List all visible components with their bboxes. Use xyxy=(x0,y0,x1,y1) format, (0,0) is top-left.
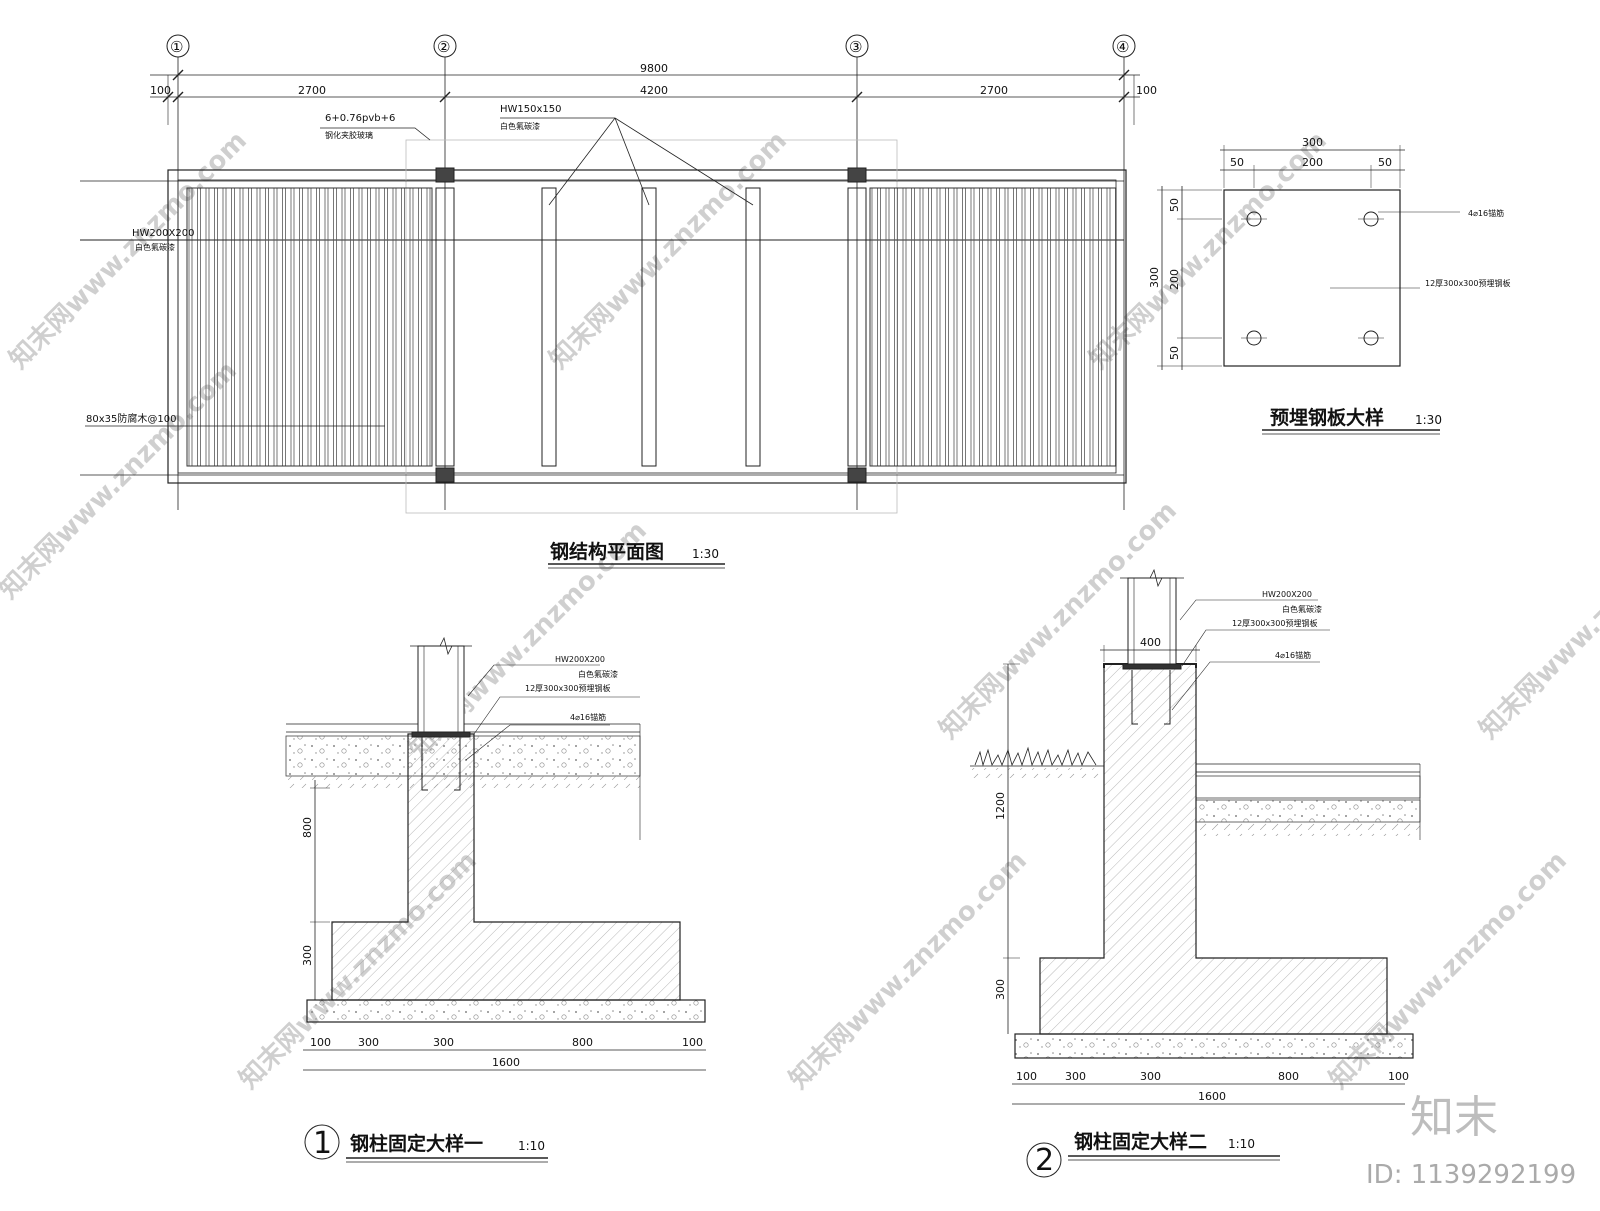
beam-small-spec: HW150x150 xyxy=(500,104,562,115)
d1-title: 钢柱固定大样一 xyxy=(350,1132,483,1155)
d1-dim-h1: 100 xyxy=(310,1036,331,1049)
plate-dim-sa: 50 xyxy=(1168,198,1181,212)
plate-dim-sc: 50 xyxy=(1168,346,1181,360)
d1-col-spec: HW200X200 xyxy=(555,655,605,664)
watermark-text: 知末网www.znzmo.com xyxy=(1084,126,1333,375)
d2-dim-h5: 100 xyxy=(1388,1070,1409,1083)
d1-dim-v1: 800 xyxy=(301,817,314,838)
d2-dim-h4: 800 xyxy=(1278,1070,1299,1083)
grid-axis-markers xyxy=(166,34,1136,58)
d1-scale: 1:10 xyxy=(518,1139,545,1153)
beam-small-desc: 白色氟碳漆 xyxy=(500,121,540,131)
d2-dim-h2: 300 xyxy=(1065,1070,1086,1083)
steel-structure-plan: ① ② ③ ④ 9800 100 100 2700 4200 xyxy=(80,34,1157,569)
steel-column xyxy=(417,645,465,735)
d2-dim-v2: 300 xyxy=(994,979,1007,1000)
plate-outline xyxy=(1223,189,1401,367)
d1-col-desc: 白色氟碳漆 xyxy=(578,669,618,679)
column-base xyxy=(435,467,455,483)
plate-anchor-note: 4⌀16锚筋 xyxy=(1468,208,1504,218)
dim-total: 9800 xyxy=(640,62,668,75)
dim-left-edge: 100 xyxy=(150,84,171,97)
column-detail-1: HW200X200 白色氟碳漆 12厚300x300预埋钢板 4⌀16锚筋 80… xyxy=(285,636,706,1163)
grid-label-3: ③ xyxy=(849,38,862,56)
steel-column xyxy=(1127,577,1177,667)
grid-label-2: ② xyxy=(437,38,450,56)
d2-dim-h3: 300 xyxy=(1140,1070,1161,1083)
grass-icon xyxy=(974,746,1097,767)
dim-bay-1: 2700 xyxy=(298,84,326,97)
plate-dim-top: 300 xyxy=(1302,136,1323,149)
footing-section xyxy=(1039,663,1388,1035)
d1-plate-note: 12厚300x300预埋钢板 xyxy=(525,683,610,693)
d1-number: 1 xyxy=(313,1126,332,1161)
plate-dim-sb: 200 xyxy=(1168,269,1181,290)
beam-main-desc: 白色氟碳漆 xyxy=(135,242,175,252)
plate-dim-a: 50 xyxy=(1230,156,1244,169)
d2-anchor-note: 4⌀16锚筋 xyxy=(1275,650,1311,660)
plan-scale: 1:30 xyxy=(692,547,719,561)
brand-watermark: 知末 xyxy=(1410,1092,1498,1143)
d1-dim-h2: 300 xyxy=(358,1036,379,1049)
column-cap xyxy=(435,167,455,183)
wood-slats-right xyxy=(869,187,1117,467)
d1-dim-h5: 100 xyxy=(682,1036,703,1049)
d2-dim-top: 400 xyxy=(1140,636,1161,649)
d2-title: 钢柱固定大样二 xyxy=(1074,1130,1207,1153)
column-base xyxy=(847,467,867,483)
wood-spec: 80x35防腐木@100 xyxy=(86,412,176,425)
column-cap xyxy=(847,167,867,183)
d2-number: 2 xyxy=(1035,1143,1054,1178)
dim-bay-2: 4200 xyxy=(640,84,668,97)
d2-col-desc: 白色氟碳漆 xyxy=(1282,604,1322,614)
wood-slats-left xyxy=(186,187,433,467)
d1-dim-h3: 300 xyxy=(433,1036,454,1049)
plate-scale: 1:30 xyxy=(1415,413,1442,427)
plate-plate-note: 12厚300x300预埋钢板 xyxy=(1425,278,1510,288)
glass-spec: 6+0.76pvb+6 xyxy=(325,113,395,124)
d1-anchor-note: 4⌀16锚筋 xyxy=(570,712,606,722)
grid-label-1: ① xyxy=(170,38,183,56)
grid-label-4: ④ xyxy=(1116,38,1129,56)
image-id-label: ID: 1139292199 xyxy=(1366,1160,1576,1190)
glass-panel-outline xyxy=(405,139,898,514)
dim-bay-3: 2700 xyxy=(980,84,1008,97)
d2-number-circle xyxy=(1026,1142,1062,1178)
beam-main-spec: HW200X200 xyxy=(132,228,194,239)
d2-dim-h1: 100 xyxy=(1016,1070,1037,1083)
plate-dim-b: 200 xyxy=(1302,156,1323,169)
watermark-text: 知末网www.znzmo.com xyxy=(1474,496,1600,745)
d1-number-circle xyxy=(304,1124,340,1160)
roof-outline xyxy=(167,169,1127,484)
blinding-layer xyxy=(1014,1033,1414,1059)
d2-plate-note: 12厚300x300预埋钢板 xyxy=(1232,618,1317,628)
d1-dim-v2: 300 xyxy=(301,945,314,966)
embedded-plate-detail: 300 50 200 50 300 50 200 50 4⌀16锚筋 12厚30… xyxy=(1148,136,1510,435)
d2-col-spec: HW200X200 xyxy=(1262,590,1312,599)
d1-dim-h4: 800 xyxy=(572,1036,593,1049)
column-detail-2: HW200X200 白色氟碳漆 12厚300x300预埋钢板 4⌀16锚筋 40… xyxy=(970,568,1421,1178)
glass-desc: 钢化夹胶玻璃 xyxy=(325,130,373,140)
plate-dim-side: 300 xyxy=(1148,267,1161,288)
blinding-layer xyxy=(306,999,706,1023)
plate-dim-c: 50 xyxy=(1378,156,1392,169)
dim-right-edge: 100 xyxy=(1136,84,1157,97)
d2-dim-v1: 1200 xyxy=(994,792,1007,820)
d2-dim-total: 1600 xyxy=(1198,1090,1226,1103)
plan-title: 钢结构平面图 xyxy=(550,540,664,563)
d1-dim-total: 1600 xyxy=(492,1056,520,1069)
watermark-text: 知末网www.znzmo.com xyxy=(784,846,1033,1095)
plate-title: 预埋钢板大样 xyxy=(1270,406,1384,429)
d2-scale: 1:10 xyxy=(1228,1137,1255,1151)
